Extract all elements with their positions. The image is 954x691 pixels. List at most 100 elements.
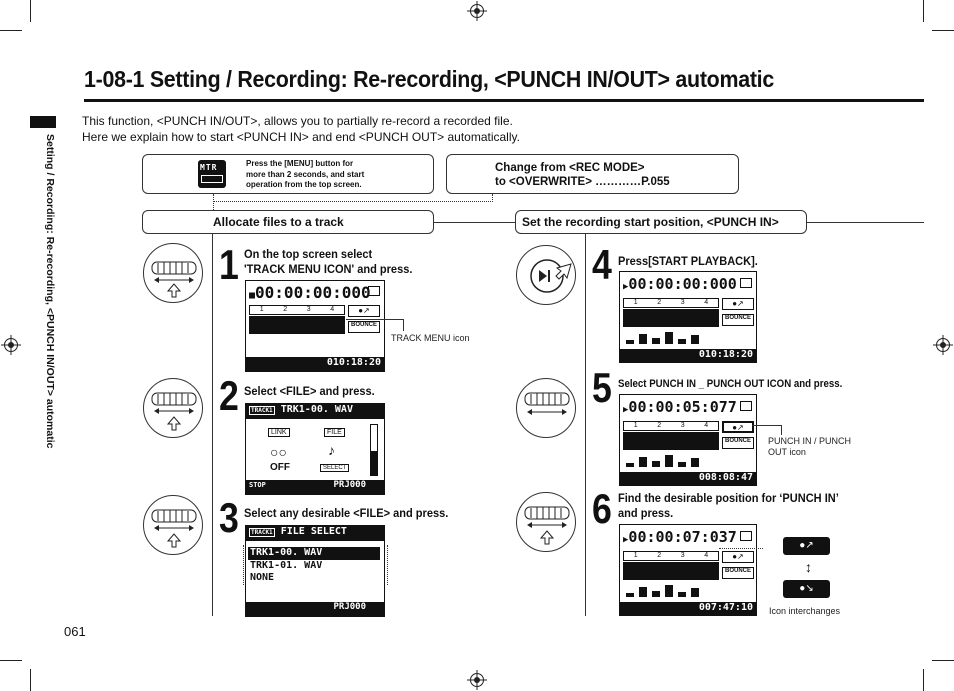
step-number: 5 [592,364,612,411]
side-label: Setting / Recording: Re-recording, <PUNC… [44,134,56,449]
time-counter: 00:00:05:077 [628,398,737,416]
dial-press-icon [516,492,576,552]
interchange-arrow-icon: ↕ [805,559,812,575]
dial-rotate-icon [516,378,576,438]
link-option: LINK [268,428,290,437]
link-icon: ○○ [270,444,287,460]
section-punch-in: Set the recording start position, <PUNCH… [515,210,807,234]
punch-in-out-icon[interactable]: ●↗ [722,421,754,433]
title-rule [84,99,924,102]
file-list-item[interactable]: NONE [250,572,275,583]
lcd-footer: 010:18:20 [246,357,384,371]
registration-mark-icon [4,338,18,352]
registration-mark-icon [936,338,950,352]
callout-line [781,425,782,435]
punch-in-out-icon: ●↗ [722,551,754,563]
caption-interchange: Icon interchanges [769,606,841,616]
battery-icon [740,278,752,288]
lcd-file-select: TRACK1 FILE SELECT TRK1-00. WAV TRK1-01.… [245,525,385,617]
menu-instruction-box: MTR Press the [MENU] button for more tha… [142,154,434,194]
step-number: 1 [219,241,239,288]
rec-mode-box: Change from <REC MODE> to <OVERWRITE> ……… [446,154,739,194]
time-counter: 00:00:07:037 [628,528,737,546]
callout-line [346,319,404,320]
section-connector [434,222,515,223]
dotted-connector [213,194,214,210]
punch-icon-state-b: ●↘ [783,580,830,598]
track-menu-icon: ●↗ [348,305,380,317]
level-meters [626,330,746,344]
caption-punch: PUNCH IN / PUNCH OUT icon [768,436,852,457]
dial-press-icon [143,378,203,438]
punch-icon: ●↗ [722,298,754,310]
crop-mark [932,660,954,661]
mtr-icon: MTR [198,160,226,188]
intro-text: This function, <PUNCH IN/OUT>, allows yo… [82,113,520,145]
file-list-item[interactable]: TRK1-01. WAV [250,560,323,571]
bounce-icon: BOUNCE [348,321,380,333]
dial-press-icon [143,495,203,555]
callout-line [752,425,782,426]
callout-line [403,319,404,331]
battery-icon [368,286,380,296]
file-list-item[interactable]: TRK1-00. WAV [248,547,380,560]
step-4-text: Press[START PLAYBACK]. [618,254,758,268]
step-number: 2 [219,372,239,419]
crop-mark [30,669,31,691]
step-3-text: Select any desirable <FILE> and press. [244,506,449,520]
crop-mark [0,30,22,31]
dial-press-icon [143,243,203,303]
crop-mark [923,0,924,22]
selection-bracket [387,545,388,585]
step-number: 3 [219,494,239,541]
registration-mark-icon [470,673,484,687]
registration-mark-icon [470,4,484,18]
dotted-connector [492,194,493,202]
dotted-connector [719,548,763,549]
column-divider [585,234,586,616]
select-label: SELECT [320,464,350,472]
time-counter: 00:00:00:000 [255,283,371,302]
punch-icon-state-a: ●↗ [783,537,830,555]
page-title: 1-08-1 Setting / Recording: Re-recording… [84,66,774,92]
crop-mark [932,30,954,31]
track-buttons [249,316,345,334]
step-1-text: On the top screen select 'TRACK MENU ICO… [244,247,413,276]
level-meter [370,424,378,476]
side-tab-marker [30,116,56,128]
step-number: 4 [592,241,612,288]
crop-mark [923,669,924,691]
intro-line-1: This function, <PUNCH IN/OUT>, allows yo… [82,114,513,128]
note-icon: ♪ [328,442,335,458]
dotted-connector [213,201,493,202]
level-meters [626,453,746,467]
intro-line-2: Here we explain how to start <PUNCH IN> … [82,130,520,144]
selection-bracket [243,545,244,585]
battery-icon [740,401,752,411]
battery-icon [740,531,752,541]
time-counter: 00:00:00:000 [628,275,737,293]
rec-mode-text: Change from <REC MODE> to <OVERWRITE> ……… [495,162,670,188]
play-button-icon [516,245,576,305]
step-6-text: Find the desirable position for ‘PUNCH I… [618,491,839,520]
step-2-text: Select <FILE> and press. [244,384,375,398]
crop-mark [30,0,31,22]
lcd-track-menu: TRACK1 TRK1-00. WAV LINK ○○ OFF FILE ♪ S… [245,403,385,495]
menu-instruction-text: Press the [MENU] button for more than 2 … [246,159,365,189]
file-option: FILE [324,428,345,437]
crop-mark [0,660,22,661]
column-divider [212,234,213,616]
step-5-text: Select PUNCH IN _ PUNCH OUT ICON and pre… [618,378,843,390]
level-meters [626,583,746,597]
section-connector [807,222,924,223]
caption-track-menu: TRACK MENU icon [391,333,470,343]
link-status: OFF [270,462,290,473]
section-allocate-files: Allocate files to a track [142,210,434,234]
page-number: 061 [64,624,86,639]
step-number: 6 [592,485,612,532]
